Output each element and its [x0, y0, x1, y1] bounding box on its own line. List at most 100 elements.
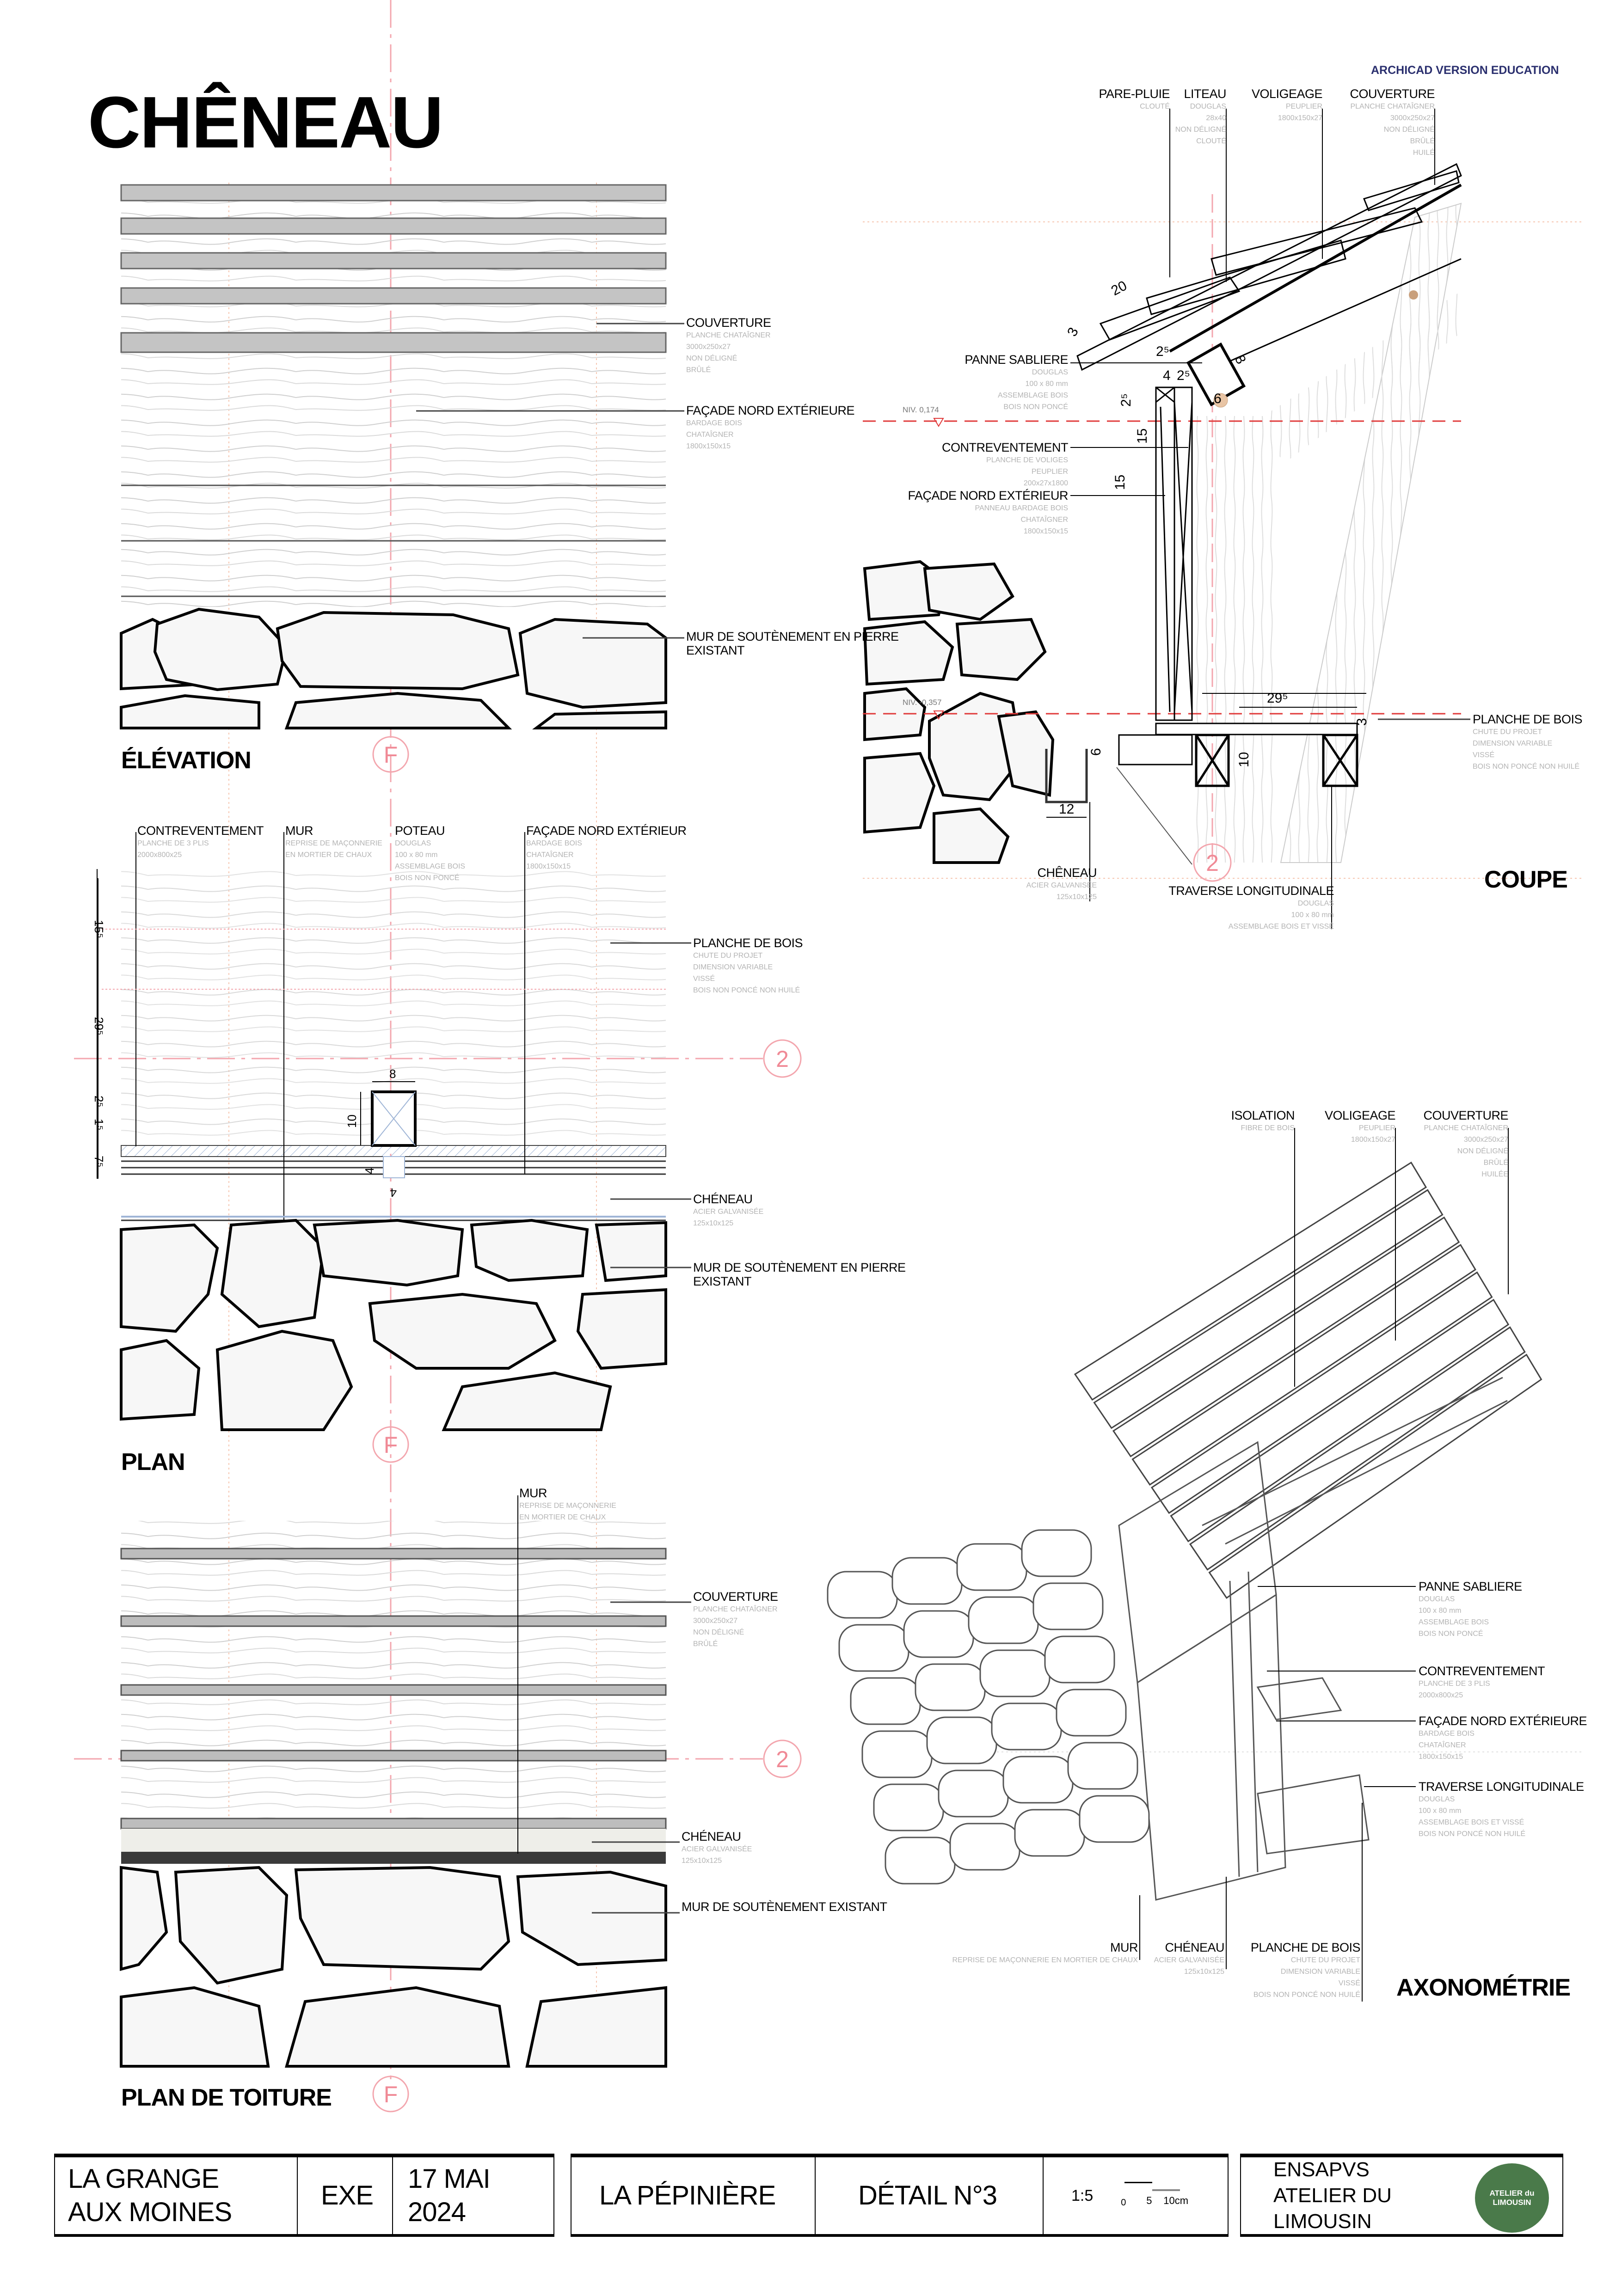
- callout-spec: BARDAGE BOIS: [526, 839, 582, 847]
- roof-plank: [1131, 1244, 1476, 1486]
- callout-title: PANNE SABLIERE: [965, 353, 1068, 367]
- callout-spec: DOUGLAS: [1297, 900, 1334, 907]
- callout-title: PARE-PLUIE: [1099, 87, 1170, 101]
- level-lower: NIV. -0,357: [903, 698, 942, 707]
- scale-bar-tick: 10cm: [1163, 2195, 1189, 2206]
- callout-spec: NON DÉLIGNÉ: [686, 355, 737, 362]
- school-line1: ENSAPVS: [1273, 2158, 1370, 2181]
- callout-spec: BOIS NON PONCÉ: [1419, 1630, 1483, 1638]
- section-markers: [372, 736, 1232, 2112]
- callout-title: PLANCHE DE BOIS: [1473, 712, 1583, 726]
- plan-marker: F: [384, 1432, 398, 1458]
- callout-spec: HUILÉ: [1413, 149, 1435, 157]
- callout-spec: BOIS NON PONCÉ NON HUILÉ: [1473, 763, 1580, 771]
- axo-stone: [915, 1663, 986, 1711]
- callout-spec: DIMENSION VARIABLE: [693, 963, 773, 971]
- project-name-line1: LA GRANGE: [68, 2164, 219, 2194]
- dimension: 29⁵: [1267, 691, 1288, 706]
- callout-pl-mursout: MUR DE SOUTÈNEMENT EN PIERRE EXISTANT: [693, 1261, 910, 1288]
- axo-stone: [991, 1702, 1062, 1751]
- callout-spec: PEUPLIER: [1285, 103, 1322, 110]
- dimension: 8: [1232, 353, 1249, 367]
- callout-title: CHÉNEAU: [693, 1192, 753, 1206]
- callout-spec: PLANCHE DE 3 PLIS: [137, 839, 209, 847]
- education-watermark: ARCHICAD VERSION EDUCATION: [1371, 64, 1559, 77]
- callout-spec: CHUTE DU PROJET: [1290, 1956, 1360, 1964]
- callout-spec: 1800x150x15: [1419, 1753, 1463, 1761]
- callout-spec: 125x10x125: [1184, 1968, 1224, 1976]
- callout-spec: BARDAGE BOIS: [686, 419, 742, 427]
- building-name: LA PÉPINIÈRE: [599, 2180, 776, 2210]
- callout-spec: 100 x 80 mm: [1419, 1607, 1462, 1615]
- callout-spec: CLOUTÉ: [1196, 137, 1226, 145]
- roof-plank: [1170, 1298, 1510, 1543]
- callout-spec: ASSEMBLAGE BOIS: [395, 863, 466, 870]
- dimension: 8: [389, 1067, 396, 1081]
- axo-stone: [861, 1730, 933, 1778]
- dimension: 2⁵: [1118, 393, 1134, 407]
- axo-stone: [1079, 1795, 1150, 1843]
- callout-spec: CHATAÎGNER: [1020, 516, 1068, 524]
- level-upper: NIV. 0,174: [903, 405, 939, 414]
- view-title-section: COUPE: [1484, 866, 1568, 893]
- callout-title: CONTREVENTEMENT: [137, 824, 264, 838]
- callout-spec: EN MORTIER DE CHAUX: [519, 1513, 606, 1521]
- dimension: 12: [1059, 802, 1074, 817]
- axo-stone: [1044, 1635, 1115, 1684]
- gutter-section: [1045, 749, 1088, 803]
- callout-spec: ASSEMBLAGE BOIS: [1419, 1618, 1489, 1626]
- callout-spec: BARDAGE BOIS: [1419, 1730, 1475, 1738]
- callout-spec: 100 x 80 mm: [1025, 380, 1068, 388]
- callout-spec: BRÛLÉ: [1483, 1159, 1508, 1167]
- axo-stone: [968, 1596, 1039, 1644]
- axo-stone: [885, 1837, 956, 1885]
- axo-stone: [850, 1677, 921, 1725]
- callout-spec: DOUGLAS: [1032, 368, 1068, 376]
- callout-spec: DOUGLAS: [1419, 1795, 1455, 1803]
- callout-spec: NON DÉLIGNÉ: [1383, 126, 1435, 134]
- post-section: [360, 1081, 417, 1178]
- callout-spec: BRÛLÉ: [1410, 137, 1435, 145]
- callout-title: PLANCHE DE BOIS: [1250, 1941, 1361, 1954]
- dimension: 15⁵: [92, 920, 106, 938]
- callout-spec: 1800x150x27: [1278, 114, 1322, 122]
- callout-title: FAÇADE NORD EXTÉRIEUR: [526, 824, 687, 838]
- callout-title: FAÇADE NORD EXTÉRIEURE: [1419, 1714, 1587, 1728]
- callout-spec: ACIER GALVANISÉE: [693, 1208, 764, 1216]
- callout-title: COUVERTURE: [686, 316, 771, 330]
- callout-title: PLANCHE DE BOIS: [693, 936, 803, 950]
- callout-spec: CHATAÎGNER: [526, 851, 574, 859]
- callout-title: CONTREVENTEMENT: [1419, 1664, 1545, 1678]
- callout-spec: 125x10x125: [682, 1857, 722, 1865]
- school-line2: ATELIER DU: [1273, 2184, 1392, 2207]
- callout-spec: CHUTE DU PROJET: [693, 952, 763, 960]
- callout-spec: CHATAÎGNER: [686, 431, 734, 439]
- callout-spec: DOUGLAS: [395, 839, 431, 847]
- callout-spec: BOIS NON PONCÉ NON HUILÉ: [693, 986, 800, 994]
- callout-spec: BOIS NON PONCÉ: [395, 874, 460, 882]
- axo-stone: [938, 1769, 1009, 1818]
- axo-stone: [891, 1557, 963, 1605]
- callout-spec: CHATAÎGNER: [1419, 1741, 1466, 1749]
- view-title-roof-plan: PLAN DE TOITURE: [121, 2084, 332, 2111]
- callout-title: VOLIGEAGE: [1324, 1108, 1396, 1122]
- axo-stone: [838, 1624, 909, 1672]
- callout-title: CONTREVENTEMENT: [941, 441, 1069, 454]
- callout-spec: 3000x250x27: [693, 1617, 738, 1625]
